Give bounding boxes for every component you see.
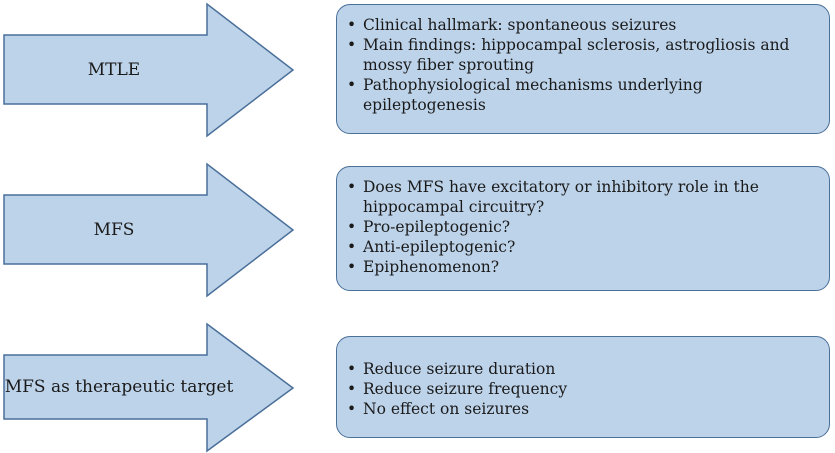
list-item: •Does MFS have excitatory or inhibitory …	[347, 178, 759, 216]
list-mtle: •Clinical hallmark: spontaneous seizures…	[345, 15, 819, 115]
list-mfs-therapeutic: •Reduce seizure duration •Reduce seizure…	[345, 359, 819, 419]
list-item: •Pro-epileptogenic?	[347, 218, 511, 236]
label-mfs: MFS	[93, 219, 135, 240]
list-item: •Main findings: hippocampal sclerosis, a…	[347, 36, 790, 74]
list-item: •Reduce seizure frequency	[347, 380, 568, 398]
arrow-mfs	[3, 162, 295, 298]
list-item: •Reduce seizure duration	[347, 360, 556, 378]
box-mfs-therapeutic: •Reduce seizure duration •Reduce seizure…	[336, 336, 830, 438]
arrow-mtle	[3, 2, 295, 138]
label-mtle: MTLE	[87, 59, 141, 80]
list-item: •Clinical hallmark: spontaneous seizures	[347, 16, 677, 34]
arrow-mfs-therapeutic	[3, 322, 295, 453]
list-item: •Pathophysiological mechanisms underlyin…	[347, 76, 703, 114]
list-item: •Epiphenomenon?	[347, 258, 500, 276]
list-item: •No effect on seizures	[347, 400, 530, 418]
list-mfs: •Does MFS have excitatory or inhibitory …	[345, 177, 819, 277]
label-mfs-therapeutic: MFS as therapeutic target	[4, 377, 234, 397]
box-mfs: •Does MFS have excitatory or inhibitory …	[336, 166, 830, 291]
box-mtle: •Clinical hallmark: spontaneous seizures…	[336, 4, 830, 134]
list-item: •Anti-epileptogenic?	[347, 238, 516, 256]
